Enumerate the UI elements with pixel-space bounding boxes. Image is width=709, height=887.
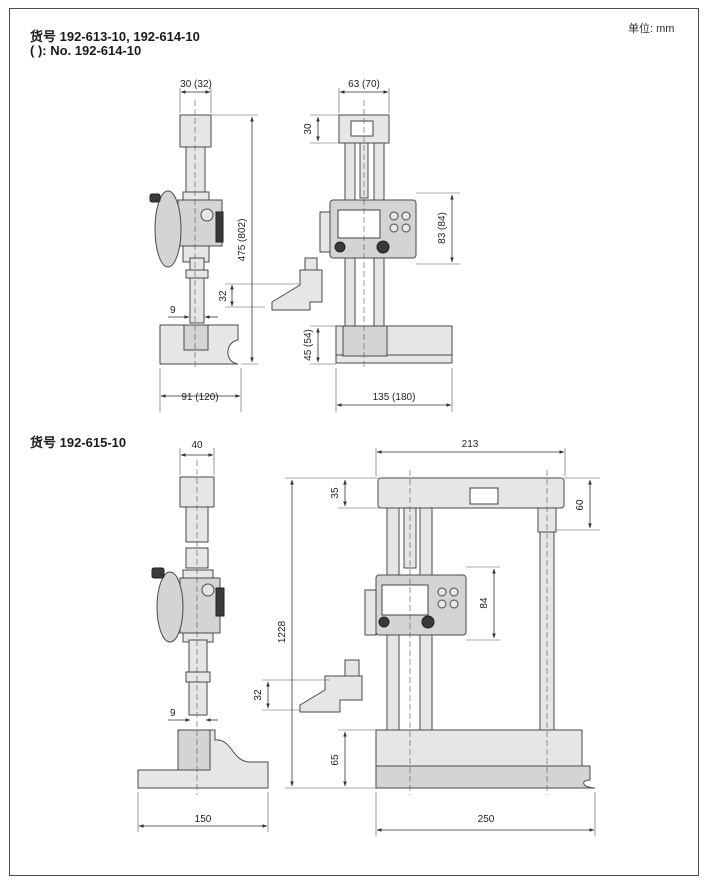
dim-top-width-right: 63 (70) xyxy=(348,79,380,90)
dim2-total-height: 1228 xyxy=(277,620,288,643)
gauge1-front-dimensions: 63 (70) 30 83 (84) 45 (54) 135 (180) xyxy=(303,79,460,412)
section2-title: 货号 192-615-10 xyxy=(30,435,127,450)
gauge2-front-view xyxy=(299,470,596,795)
dim2-base-width-left: 150 xyxy=(195,814,212,825)
dim2-display-height: 84 xyxy=(479,597,490,609)
dim2-head-height: 35 xyxy=(330,487,341,499)
dim-display-height: 83 (84) xyxy=(437,212,448,244)
dim-base-height: 45 (54) xyxy=(303,329,314,361)
gauge1-front-view xyxy=(271,100,453,368)
dim2-base-width-right: 250 xyxy=(478,814,495,825)
section1-subtitle: ( ): No. 192-614-10 xyxy=(30,43,142,58)
dim-total-height: 475 (802) xyxy=(237,219,248,262)
dim-base-width-right: 135 (180) xyxy=(373,392,416,403)
dim-top-width-left: 30 (32) xyxy=(180,79,212,90)
dim2-base-height: 65 xyxy=(330,754,341,766)
dim2-top-bar-height: 60 xyxy=(575,499,586,511)
dim2-scriber-thickness: 9 xyxy=(170,708,176,719)
section1-title: 货号 192-613-10, 192-614-10 xyxy=(30,29,200,44)
dim-scriber-height: 32 xyxy=(218,290,229,302)
gauge1-side-dimensions: 30 (32) 475 (802) 32 9 91 (120) xyxy=(159,79,300,412)
gauge2-side-view xyxy=(137,460,269,795)
unit-label: 单位: mm xyxy=(628,23,675,35)
gauge2-side-dimensions: 40 9 150 xyxy=(137,440,269,832)
gauge1-side-view xyxy=(149,100,239,370)
gauge2-front-dimensions: 213 1228 35 60 84 32 65 250 xyxy=(253,439,600,836)
dim-scriber-thickness: 9 xyxy=(170,305,176,316)
dim2-scriber-height: 32 xyxy=(253,689,264,701)
dim-base-width-left: 91 (120) xyxy=(181,392,218,403)
dim2-frame-width: 213 xyxy=(462,439,479,450)
dim2-top-width-left: 40 xyxy=(191,440,203,451)
dim-head-height: 30 xyxy=(303,123,314,135)
drawing-frame xyxy=(9,8,699,876)
